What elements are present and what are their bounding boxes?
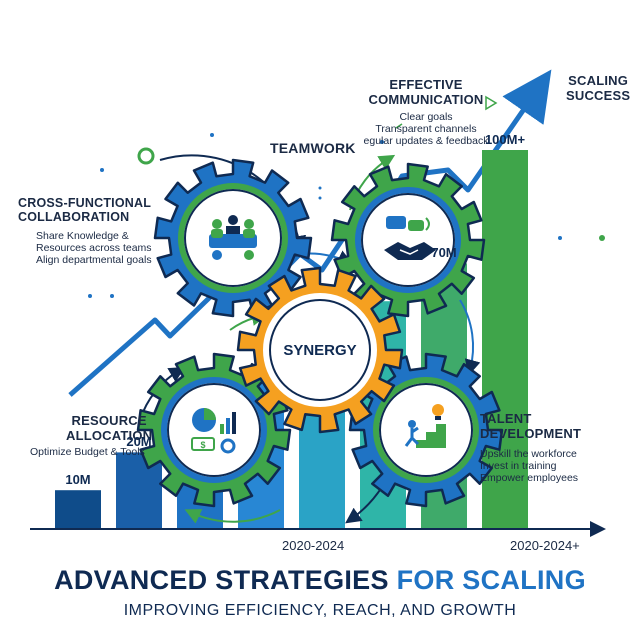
cross-functional-text: Share Knowledge & Resources across teams… xyxy=(36,230,152,266)
growth-arrow xyxy=(68,69,552,397)
subtitle: IMPROVING EFFICIENCY, REACH, AND GROWTH xyxy=(123,602,517,619)
talent-development-line-2: Invest in training xyxy=(480,460,557,473)
effective-communication-text: Clear goals Transparent channels egular … xyxy=(356,111,496,147)
talent-development-line-1: Upskill the workforce xyxy=(480,448,577,460)
chart-money-gear-icon: $ xyxy=(191,408,236,454)
main-title-part-2: FOR SCALING xyxy=(396,565,586,595)
scaling-success-line-2: SUCCESS xyxy=(566,87,631,103)
bar xyxy=(55,490,101,528)
effective-communication-heading: EFFECTIVE COMMUNICATION xyxy=(361,77,491,108)
gear-cluster xyxy=(136,158,504,508)
team-meeting-icon xyxy=(209,215,257,260)
resource-allocation-line-1: Optimize Budget & Tools xyxy=(30,446,145,458)
effective-communication-heading-1: EFFECTIVE xyxy=(389,77,463,92)
gear-synergy xyxy=(236,266,404,434)
effective-communication-line-3: egular updates & feedback xyxy=(363,135,489,148)
scaling-success-label: SCALING SUCCESS xyxy=(566,73,631,104)
climbing-stairs-lightbulb-icon xyxy=(404,404,446,448)
teamwork-label: TEAMWORK xyxy=(270,140,356,156)
resource-allocation-heading: RESOURCE ALLOCATION xyxy=(66,413,153,444)
effective-communication-heading-2: COMMUNICATION xyxy=(368,91,484,107)
bar-value-label: 100M+ xyxy=(484,132,526,147)
cross-functional-heading-1: CROSS-FUNCTIONAL xyxy=(18,196,152,210)
bar xyxy=(482,150,528,528)
x-tick-2: 2020-2024+ xyxy=(510,538,580,553)
cross-functional-heading: CROSS-FUNCTIONAL COLLABORATION xyxy=(18,196,151,225)
svg-text:$: $ xyxy=(200,440,205,450)
cross-functional-line-2: Resources across teams xyxy=(36,242,152,255)
talent-development-heading-2: DEVELOPMENT xyxy=(480,425,582,441)
bar-value-label: 20M xyxy=(126,434,152,450)
main-title-part-1: ADVANCED STRATEGIES xyxy=(54,565,397,595)
gear-communication xyxy=(330,162,486,318)
chat-handshake-icon xyxy=(384,216,436,260)
synergy-label: SYNERGY xyxy=(283,342,357,359)
scaling-success-line-1: SCALING xyxy=(568,73,629,88)
resource-allocation-heading-2: ALLOCATION xyxy=(66,427,153,443)
decorations xyxy=(88,95,605,298)
bar-value-label: 10M xyxy=(65,472,91,488)
resource-allocation-text: Optimize Budget & Tools xyxy=(30,446,145,458)
resource-allocation-heading-1: RESOURCE xyxy=(71,413,147,428)
effective-communication-line-1: Clear goals xyxy=(399,111,453,123)
talent-development-heading-1: TALENT xyxy=(480,411,532,426)
main-title: ADVANCED STRATEGIES FOR SCALING xyxy=(0,565,640,596)
cross-functional-heading-2: COLLABORATION xyxy=(18,210,130,225)
talent-development-heading: TALENT DEVELOPMENT xyxy=(480,411,582,442)
talent-development-text: Upskill the workforce Invest in training… xyxy=(480,448,578,484)
cross-functional-line-1: Share Knowledge & xyxy=(36,230,129,242)
talent-development-line-3: Empower employees xyxy=(480,472,579,485)
bar-value-label: 70M xyxy=(431,245,457,261)
x-tick-1: 2020-2024 xyxy=(282,538,345,553)
gear-resource-allocation xyxy=(136,352,292,508)
cross-functional-line-3: Align departmental goals xyxy=(36,254,152,267)
effective-communication-line-2: Transparent channels xyxy=(375,123,477,136)
